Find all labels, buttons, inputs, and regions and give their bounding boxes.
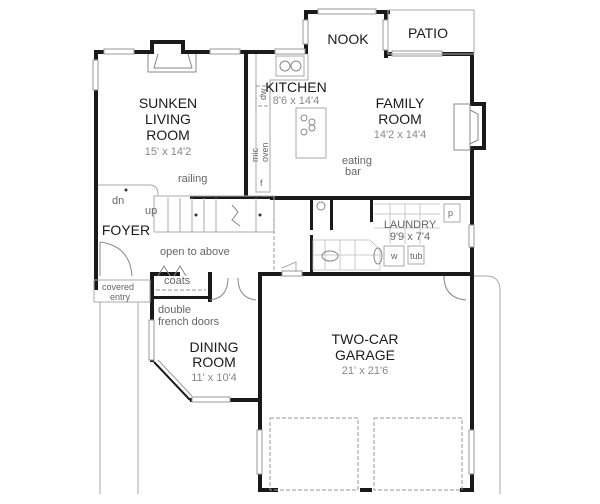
garage-dims: 21' x 21'6: [342, 365, 388, 377]
oven-note: oven: [260, 142, 270, 162]
living-room-name-2: LIVING: [145, 111, 191, 127]
laundry-area: [374, 203, 461, 267]
dining-room-name-2: ROOM: [192, 354, 236, 370]
covered-entry-note-2: entry: [110, 292, 131, 302]
living-room-name-1: SUNKEN: [139, 95, 197, 111]
garage-door-left: [269, 417, 359, 491]
patio-outline: [387, 9, 475, 55]
railing-note: railing: [178, 173, 207, 185]
bathroom: [310, 200, 383, 272]
fireplace-living: [147, 53, 197, 73]
garage-door-right: [373, 417, 463, 491]
fridge-note: f: [260, 178, 263, 188]
garage-name-1: TWO-CAR: [332, 331, 399, 347]
foyer-name: FOYER: [102, 222, 150, 238]
family-room-name-2: ROOM: [378, 111, 422, 127]
living-room-name-3: ROOM: [146, 127, 190, 143]
dining-room-label: DINING ROOM 11' x 10'4: [190, 339, 239, 384]
french-doors-note-1: double: [158, 304, 191, 316]
family-room-name-1: FAMILY: [376, 95, 425, 111]
dining-room-dims: 11' x 10'4: [191, 372, 237, 384]
coats-note: coats: [164, 275, 191, 287]
family-room-label: FAMILY ROOM 14'2 x 14'4: [374, 95, 427, 141]
open-to-above-note: open to above: [160, 246, 230, 258]
kitchen-name: KITCHEN: [265, 79, 326, 95]
stairs-down-note: dn: [112, 195, 124, 207]
doors: [99, 241, 467, 301]
covered-entry-outline: [93, 279, 151, 303]
living-room-dims: 15' x 14'2: [145, 146, 191, 158]
microwave-note: mic: [250, 148, 260, 162]
covered-entry-note-1: covered: [102, 282, 134, 292]
pantry-note: p: [448, 208, 453, 218]
eating-bar-note-1: eating: [342, 155, 372, 167]
laundry-label: LAUNDRY 9'9 x 7'4: [384, 219, 437, 243]
living-room-label: SUNKEN LIVING ROOM 15' x 14'2: [139, 95, 197, 158]
washer-note: w: [390, 251, 398, 261]
kitchen-label: KITCHEN 8'6 x 14'4: [265, 79, 326, 107]
laundry-dims: 9'9 x 7'4: [390, 231, 430, 243]
nook-name: NOOK: [327, 31, 369, 47]
patio-name: PATIO: [408, 25, 448, 41]
fireplace-family: [453, 103, 479, 151]
stairs-up-note: up: [145, 205, 157, 217]
kitchen-counters: [255, 54, 327, 193]
garage-label: TWO-CAR GARAGE 21' x 21'6: [332, 331, 399, 377]
family-room-dims: 14'2 x 14'4: [374, 129, 427, 141]
eating-bar-note-2: bar: [345, 166, 361, 178]
dining-room-name-1: DINING: [190, 339, 239, 355]
tub-note: tub: [410, 251, 423, 261]
laundry-name: LAUNDRY: [384, 219, 437, 231]
french-doors-note-2: french doors: [158, 316, 220, 328]
kitchen-dims: 8'6 x 14'4: [273, 95, 319, 107]
garage-name-2: GARAGE: [335, 347, 395, 363]
dishwasher-note: dw: [258, 88, 268, 100]
